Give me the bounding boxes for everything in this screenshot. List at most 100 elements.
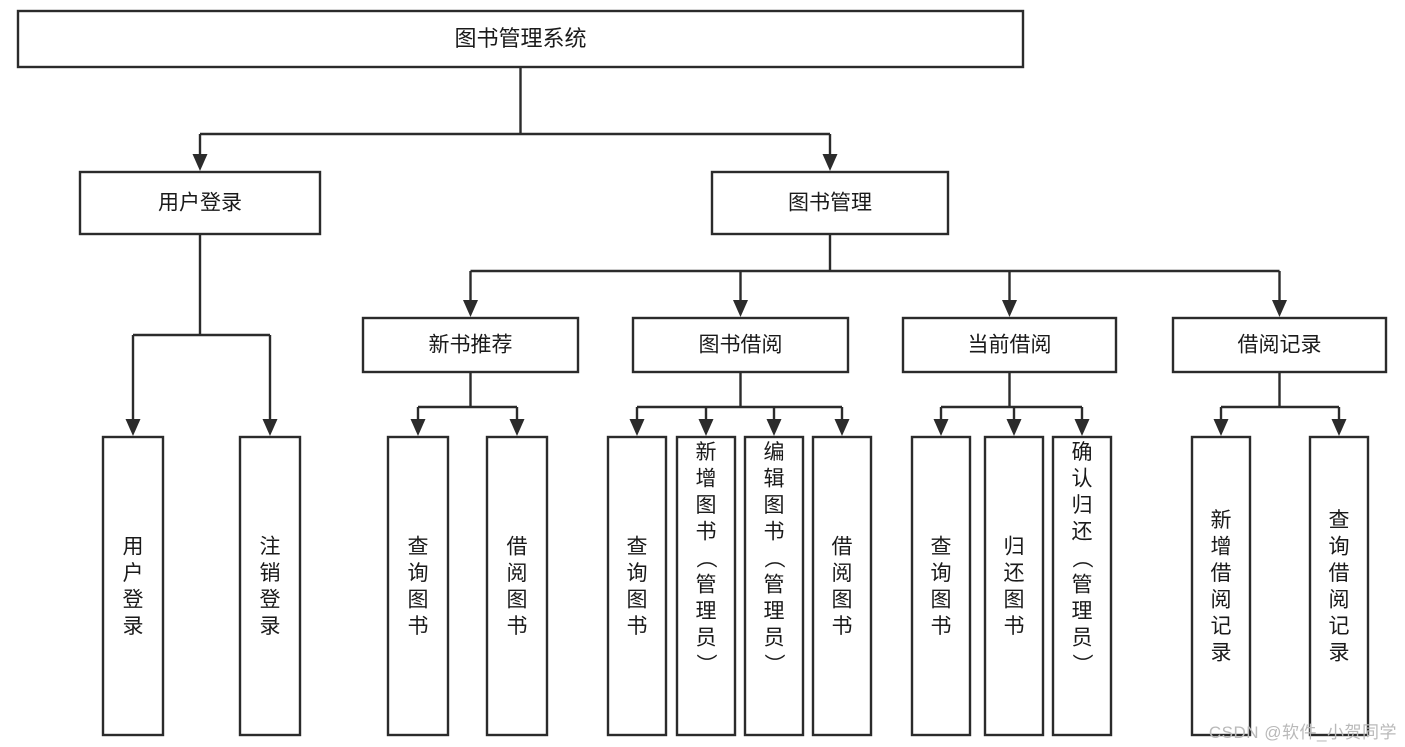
node-label-char: 新 — [1211, 509, 1232, 532]
arrow-head-icon — [1331, 419, 1347, 436]
node-label-char: ） — [762, 654, 785, 675]
arrow-head-icon — [1213, 419, 1229, 436]
node-label-char: 借 — [832, 536, 853, 559]
arrow-head-icon — [1074, 419, 1090, 436]
node-label-char: 查 — [1329, 509, 1350, 532]
node-label: 用户登录 — [158, 192, 242, 215]
node-label-char: 记 — [1329, 615, 1350, 638]
node-label-char: 阅 — [832, 562, 853, 585]
node-label-char: 书 — [931, 615, 952, 638]
node-label-char: 借 — [1329, 562, 1350, 585]
arrow-head-icon — [1002, 300, 1017, 317]
node-label-char: 增 — [696, 468, 717, 491]
node-label-char: 确 — [1072, 441, 1093, 464]
arrow-head-icon — [1006, 419, 1022, 436]
arrow-head-icon — [933, 419, 949, 436]
node-label-char: 还 — [1004, 562, 1025, 585]
node-label-char: 认 — [1072, 468, 1093, 491]
node-label-char: 查 — [931, 536, 952, 559]
node-current-borrow[interactable]: 当前借阅 — [901, 316, 1118, 374]
node-label-char: 询 — [931, 562, 952, 585]
node-label-char: 登 — [260, 589, 281, 612]
node-label-char: 图 — [507, 589, 528, 612]
node-label-char: 理 — [1072, 600, 1093, 623]
node-label-char: 用 — [123, 536, 144, 559]
arrow-head-icon — [766, 419, 782, 436]
node-label-char: 登 — [123, 589, 144, 612]
node-label-char: 图 — [408, 589, 429, 612]
node-label-char: 编 — [764, 441, 785, 464]
node-label-char: 询 — [1329, 536, 1350, 559]
node-label-char: 增 — [1211, 536, 1232, 559]
node-book-manage[interactable]: 图书管理 — [710, 170, 950, 236]
node-label-char: （ — [694, 548, 717, 569]
node-label-char: （ — [1070, 548, 1093, 569]
node-leaf-user-login[interactable]: 用户登录 — [101, 435, 165, 737]
arrow-head-icon — [1272, 300, 1287, 317]
node-root-root[interactable]: 图书管理系统 — [16, 9, 1025, 69]
node-label-char: 销 — [260, 562, 281, 585]
node-label-char: 询 — [408, 562, 429, 585]
node-label-char: 图 — [696, 494, 717, 517]
node-label-char: 书 — [696, 521, 717, 544]
node-label-char: 书 — [507, 615, 528, 638]
node-label-char: ） — [694, 654, 717, 675]
node-label-char: 借 — [1211, 562, 1232, 585]
node-book-borrow[interactable]: 图书借阅 — [631, 316, 850, 374]
node-label-char: 书 — [764, 521, 785, 544]
node-label-char: 员 — [696, 627, 717, 650]
node-label-char: 阅 — [1211, 589, 1232, 612]
node-label-char: 书 — [1004, 615, 1025, 638]
node-new-book-recommend[interactable]: 新书推荐 — [361, 316, 580, 374]
node-label-char: 书 — [832, 615, 853, 638]
connector-currentborrow-to-leaves — [933, 372, 1090, 436]
node-label-char: 注 — [260, 536, 281, 559]
node-label: 图书管理 — [788, 192, 872, 215]
arrow-head-icon — [822, 154, 838, 171]
node-label-char: 记 — [1211, 615, 1232, 638]
node-label-char: 理 — [764, 600, 785, 623]
node-label: 图书借阅 — [699, 334, 783, 357]
node-label-char: （ — [762, 548, 785, 569]
node-label-char: 辑 — [764, 468, 785, 491]
arrow-head-icon — [698, 419, 714, 436]
arrow-head-icon — [262, 419, 278, 436]
arrow-head-icon — [733, 300, 748, 317]
node-label-char: 户 — [123, 562, 144, 585]
node-label-char: 阅 — [507, 562, 528, 585]
node-borrow-record[interactable]: 借阅记录 — [1171, 316, 1388, 374]
node-label-char: 管 — [696, 574, 717, 597]
node-label: 新书推荐 — [429, 334, 513, 357]
node-label-char: 书 — [627, 615, 648, 638]
connector-layer — [125, 67, 1347, 436]
node-label-char: 还 — [1072, 521, 1093, 544]
node-label-char: 管 — [764, 574, 785, 597]
node-label-char: 录 — [260, 615, 281, 638]
arrow-head-icon — [410, 419, 426, 436]
node-label-char: 录 — [1211, 642, 1232, 665]
connector-userlogin-to-leaves — [125, 234, 278, 436]
node-user-login[interactable]: 用户登录 — [78, 170, 322, 236]
node-label-char: 理 — [696, 600, 717, 623]
arrow-head-icon — [125, 419, 141, 436]
connector-borrowrecord-to-leaves — [1213, 372, 1347, 436]
node-label-char: 图 — [931, 589, 952, 612]
connector-bookborrow-to-leaves — [629, 372, 850, 436]
arrow-head-icon — [509, 419, 525, 436]
connector-bookmanage-to-level3 — [463, 234, 1287, 317]
node-label-char: 录 — [123, 615, 144, 638]
